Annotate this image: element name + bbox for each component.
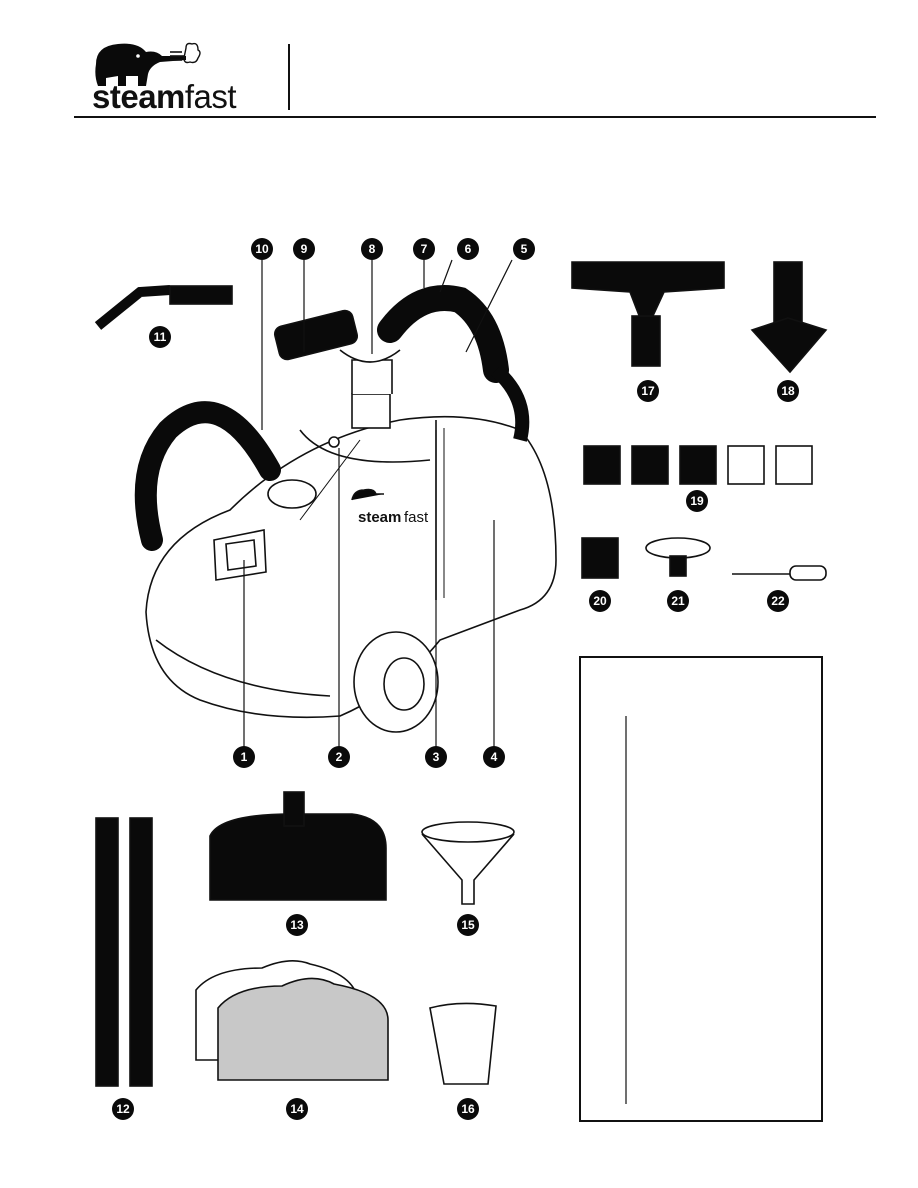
steamer-unit: steam fast	[145, 415, 557, 733]
callout-6: 6	[457, 238, 479, 260]
callout-11: 11	[149, 326, 171, 348]
callout-3: 3	[425, 746, 447, 768]
callout-1: 1	[233, 746, 255, 768]
callout-16: 16	[457, 1098, 479, 1120]
svg-text:steam: steam	[358, 509, 401, 526]
header-divider	[288, 44, 290, 110]
callout-12: 12	[112, 1098, 134, 1120]
callout-14: 14	[286, 1098, 308, 1120]
brand-wordmark: steamfast	[92, 78, 237, 115]
callout-15: 15	[457, 914, 479, 936]
callout-18: 18	[777, 380, 799, 402]
callout-21: 21	[667, 590, 689, 612]
callout-7: 7	[413, 238, 435, 260]
callout-9: 9	[293, 238, 315, 260]
callout-2: 2	[328, 746, 350, 768]
callout-19: 19	[686, 490, 708, 512]
callout-22: 22	[767, 590, 789, 612]
svg-text:fast: fast	[404, 509, 429, 526]
info-box	[579, 656, 823, 1122]
callout-17: 17	[637, 380, 659, 402]
callout-20: 20	[589, 590, 611, 612]
callout-5: 5	[513, 238, 535, 260]
callout-13: 13	[286, 914, 308, 936]
callout-4: 4	[483, 746, 505, 768]
callout-10: 10	[251, 238, 273, 260]
header-rule	[74, 116, 876, 118]
callout-8: 8	[361, 238, 383, 260]
